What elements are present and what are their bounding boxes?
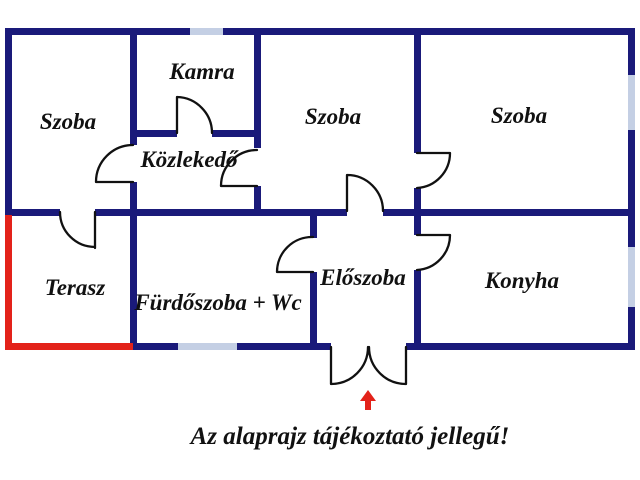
walls bbox=[5, 28, 635, 350]
plan-caption: Az alaprajz tájékoztató jellegű! bbox=[190, 423, 510, 450]
wall-segment bbox=[130, 130, 177, 137]
wall-segment bbox=[130, 182, 137, 350]
room-label-terasz: Terasz bbox=[44, 275, 106, 300]
door-arc bbox=[219, 148, 259, 188]
wall-segment bbox=[212, 130, 261, 137]
room-label-furdoszoba: Fürdőszoba + Wc bbox=[134, 290, 302, 315]
door-arc bbox=[415, 233, 452, 272]
terrace-walls bbox=[5, 215, 133, 350]
entrance-arrow-icon bbox=[360, 390, 376, 410]
wall-segment bbox=[414, 270, 421, 350]
room-label-szoba-middle: Szoba bbox=[304, 104, 362, 129]
terrace-wall-segment bbox=[5, 343, 133, 350]
wall-segment bbox=[254, 28, 261, 148]
window-marker bbox=[190, 28, 223, 35]
door-arc bbox=[94, 143, 135, 184]
wall-segment bbox=[5, 28, 12, 215]
doors bbox=[58, 95, 452, 386]
wall-segment bbox=[628, 28, 635, 350]
room-label-szoba-right: Szoba bbox=[490, 103, 548, 128]
wall-segment bbox=[95, 209, 347, 216]
window-marker bbox=[628, 75, 635, 130]
terrace-wall-segment bbox=[5, 215, 12, 350]
wall-segment bbox=[406, 343, 635, 350]
room-label-eloszoba: Előszoba bbox=[320, 265, 406, 290]
wall-segment bbox=[5, 209, 60, 216]
door-arc bbox=[415, 151, 452, 190]
wall-segment bbox=[414, 188, 421, 235]
door-arc bbox=[275, 235, 315, 274]
room-label-szoba-top-left: Szoba bbox=[39, 109, 97, 134]
windows bbox=[178, 28, 635, 350]
door-arc bbox=[58, 210, 97, 250]
room-label-konyha: Konyha bbox=[484, 268, 560, 293]
wall-segment bbox=[383, 209, 635, 216]
wall-segment bbox=[130, 28, 137, 145]
room-label-kozlekedo: Közlekedő bbox=[140, 147, 238, 172]
window-marker bbox=[628, 247, 635, 307]
wall-segment bbox=[254, 186, 261, 216]
wall-segment bbox=[5, 28, 635, 35]
wall-segment bbox=[310, 272, 317, 350]
room-label-kamra: Kamra bbox=[169, 59, 235, 84]
door-arc bbox=[175, 95, 214, 135]
window-marker bbox=[178, 343, 237, 350]
entrance-double-door-arc bbox=[329, 345, 408, 386]
door-arc bbox=[345, 173, 385, 213]
wall-segment bbox=[414, 28, 421, 153]
wall-segment bbox=[310, 209, 317, 238]
